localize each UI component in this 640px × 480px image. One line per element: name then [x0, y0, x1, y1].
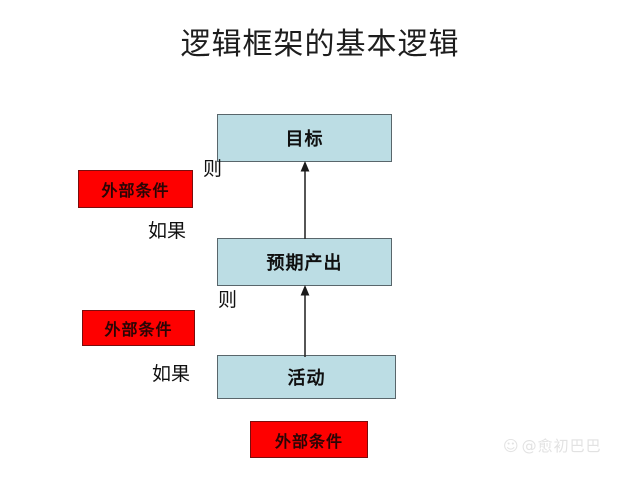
page-title: 逻辑框架的基本逻辑 [180, 27, 460, 62]
node-external-condition-2: 外部条件 [82, 310, 195, 346]
paw-icon: ☺ [503, 437, 520, 455]
node-expected-output: 预期产出 [217, 238, 392, 286]
watermark: ☺@愈初巴巴 [503, 436, 602, 456]
node-activity: 活动 [217, 355, 396, 399]
connector-label-then-1: 则 [203, 158, 223, 180]
node-goal: 目标 [217, 114, 392, 162]
connector-label-if-2: 如果 [152, 363, 191, 385]
connector-label-if-1: 如果 [148, 220, 187, 242]
node-external-condition-1: 外部条件 [78, 170, 193, 208]
arrow-up-icon-output-to-goal [300, 161, 310, 239]
connector-label-then-2: 则 [218, 289, 238, 311]
arrow-up-icon-activity-to-output [300, 285, 310, 357]
watermark-text: @愈初巴巴 [521, 437, 602, 455]
node-external-condition-3: 外部条件 [250, 421, 368, 458]
